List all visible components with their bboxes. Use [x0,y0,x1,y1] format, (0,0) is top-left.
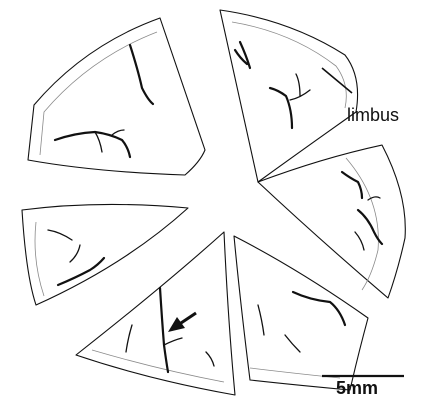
vessel [358,210,382,244]
vessel [58,258,104,285]
petal-bottom-left [76,232,235,395]
vessel-branch [48,230,80,262]
scale-bar: 5mm [322,376,404,398]
limbus-pointer: limbus [322,68,399,125]
limbus-label: limbus [347,105,399,125]
arrow-icon [168,317,185,332]
petal-outline [76,232,235,395]
vessel [270,88,292,128]
petal-outline [234,236,368,390]
vessel [160,288,168,372]
petal-bottom-right [234,236,368,390]
petal-outline [22,204,188,305]
arrow-annotation [168,313,196,332]
vessel-branch [290,74,310,100]
limbus-line [35,222,44,296]
vessel-branch [355,197,380,250]
scale-bar-label: 5mm [336,378,378,398]
vessel [55,132,130,157]
vessel [130,45,153,104]
petal-outline [28,18,205,175]
vessel [235,42,250,68]
limbus-pointer-line [322,68,352,93]
vessel-branch [258,305,300,352]
petal-upper-left [28,18,205,175]
petal-outline [258,145,405,298]
petal-left [22,204,188,305]
petal-right [258,145,405,298]
limbus-line [40,32,157,155]
